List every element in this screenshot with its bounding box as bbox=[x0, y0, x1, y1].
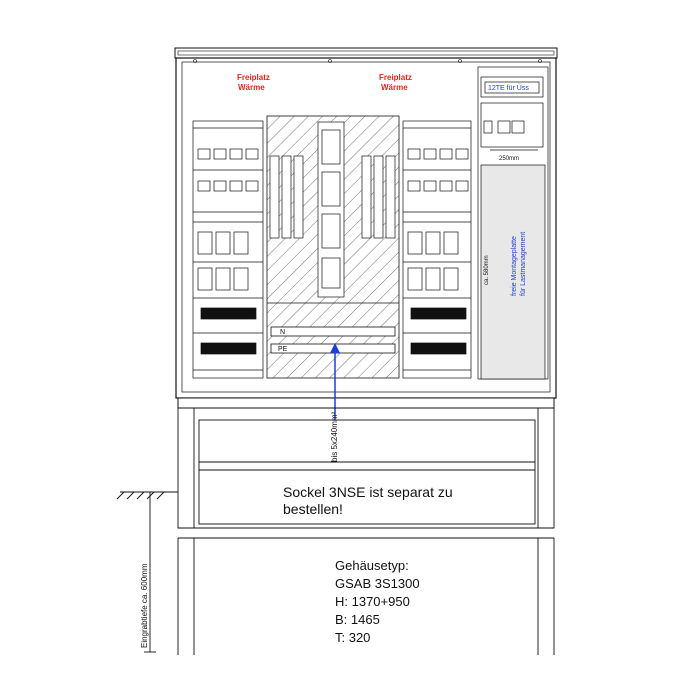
waerme-right-label: Wärme bbox=[381, 83, 408, 92]
mounting-plate bbox=[480, 164, 546, 380]
busbar-pe-label: PE bbox=[278, 346, 288, 353]
base-note-line-1: Sockel 3NSE ist separat zu bbox=[283, 484, 453, 500]
housing-specs: Gehäusetyp: GSAB 3S1300 H: 1370+950 B: 1… bbox=[335, 557, 420, 647]
mounting-plate-label-2: für Lastmanagement bbox=[520, 232, 527, 296]
height-dimension: ca. 580mm bbox=[484, 255, 490, 285]
mounting-plate-label-1: freie Montageplatte bbox=[511, 236, 518, 296]
burial-depth-label: Eingrabtiefe ca. 600mm bbox=[140, 563, 149, 648]
right-distribution-panel bbox=[402, 120, 472, 379]
base-note-line-2: bestellen! bbox=[283, 501, 343, 517]
specs-model: GSAB 3S1300 bbox=[335, 576, 420, 591]
left-distribution-panel bbox=[192, 120, 264, 379]
width-dimension: 250mm bbox=[499, 156, 519, 162]
freiplatz-left-label: Freiplatz bbox=[237, 73, 270, 82]
specs-title: Gehäusetyp: bbox=[335, 558, 409, 573]
cable-size-label: bis 5x240mm² bbox=[330, 411, 339, 462]
freiplatz-right-label: Freiplatz bbox=[379, 73, 412, 82]
specs-width: B: 1465 bbox=[335, 612, 380, 627]
specs-height: H: 1370+950 bbox=[335, 594, 410, 609]
base-order-note: Sockel 3NSE ist separat zu bestellen! bbox=[283, 484, 513, 518]
plinth-frame bbox=[177, 407, 555, 655]
ground-line bbox=[116, 491, 178, 653]
central-connection-area: N PE bbox=[266, 115, 400, 379]
waerme-left-label: Wärme bbox=[238, 83, 265, 92]
te-label: 12TE für Üss bbox=[488, 84, 529, 92]
specs-depth: T: 320 bbox=[335, 630, 371, 645]
busbar-n-label: N bbox=[280, 329, 285, 336]
